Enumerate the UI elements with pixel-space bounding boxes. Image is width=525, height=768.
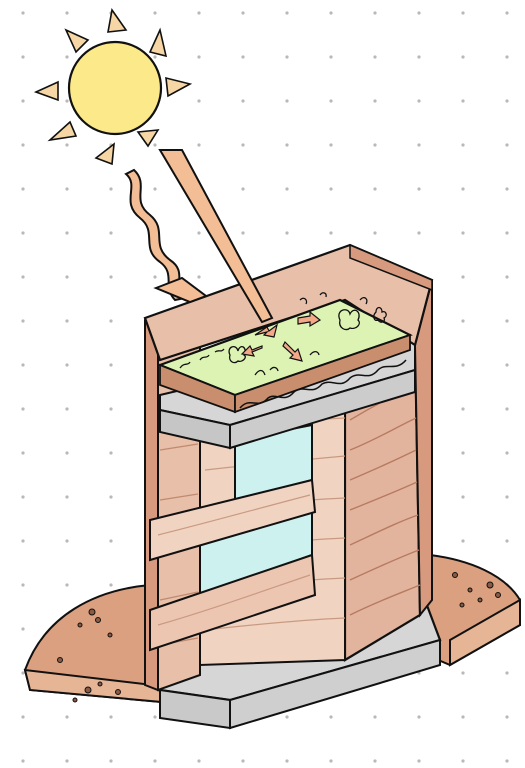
sketch-diagram <box>0 0 525 768</box>
